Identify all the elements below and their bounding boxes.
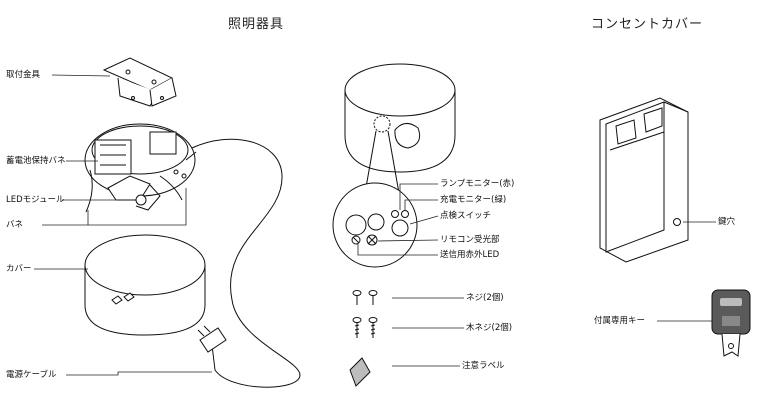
battery-spring-label: 蓄電池保持バネ <box>6 156 66 166</box>
key-label: 付属専用キー <box>594 316 646 326</box>
screws-drawing <box>352 290 378 338</box>
led-module-label: LEDモジュール <box>6 195 65 205</box>
key-drawing <box>711 289 751 357</box>
caution-label-label: 注意ラベル <box>462 361 505 371</box>
keyhole-label: 鍵穴 <box>718 217 736 227</box>
test-switch-label: 点検スイッチ <box>440 211 492 221</box>
ir-led-label: 送信用赤外LED <box>440 250 500 260</box>
lamp-monitor-label: ランプモニター(赤) <box>440 179 515 189</box>
mounting-bracket-label: 取付金具 <box>6 70 41 80</box>
wood-screws-label: 木ネジ(2個) <box>466 323 513 333</box>
remote-receiver-label: リモコン受光部 <box>440 235 500 245</box>
outlet-cover-drawing <box>599 97 689 263</box>
cover-label: カバー <box>6 264 32 274</box>
assembled-luminaire-drawing <box>344 63 456 211</box>
leader-lines <box>34 74 716 376</box>
outlet-cover-section-title: コンセントカバー <box>591 17 704 32</box>
power-cable-drawing <box>191 138 301 388</box>
charge-monitor-label: 充電モニター(緑) <box>440 195 507 205</box>
plug-drawing <box>197 325 227 353</box>
power-cable-label: 電源ケーブル <box>6 370 57 380</box>
cover-drawing <box>84 234 206 336</box>
caution-label-drawing <box>349 357 371 387</box>
spring-label: バネ <box>6 220 24 230</box>
screws-label: ネジ(2個) <box>466 293 504 303</box>
luminaire-body-drawing <box>84 123 197 213</box>
magnified-panel-drawing <box>332 182 418 268</box>
lighting-section-title: 照明器具 <box>228 17 285 32</box>
mounting-bracket-drawing <box>102 57 177 107</box>
